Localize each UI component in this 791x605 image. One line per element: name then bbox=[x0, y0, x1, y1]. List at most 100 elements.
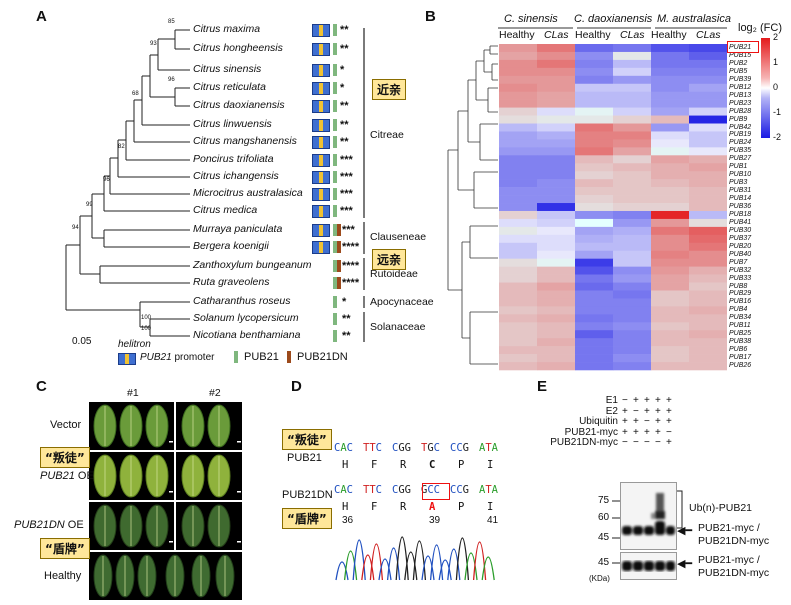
chromatogram-peak bbox=[386, 547, 401, 581]
heatmap-cell bbox=[537, 362, 576, 371]
residue-position: 41 bbox=[487, 515, 499, 526]
heatmap-cell bbox=[689, 139, 727, 148]
gene-label: PUB26 bbox=[729, 362, 752, 370]
heatmap-cell bbox=[537, 163, 576, 172]
heatmap-cell bbox=[689, 67, 727, 77]
species-name: Citrus maxima bbox=[193, 23, 261, 35]
heatmap-cell bbox=[689, 179, 727, 188]
reaction-sign: + bbox=[644, 405, 650, 417]
heatmap-colorbar bbox=[761, 38, 770, 138]
amino-acid: A bbox=[429, 501, 436, 513]
reaction-sign: + bbox=[644, 426, 650, 438]
pub21-highlight-box bbox=[727, 41, 759, 53]
mw-60: 60 bbox=[598, 512, 610, 523]
heatmap-cell bbox=[689, 131, 727, 140]
mw-ticks bbox=[612, 500, 620, 564]
species-name: Catharanthus roseus bbox=[193, 295, 291, 307]
bootstrap-value: 94 bbox=[72, 225, 79, 231]
tag-distant-relative: 远亲 bbox=[372, 249, 407, 270]
tag-traitor-c: “叛徒” bbox=[40, 447, 90, 468]
reaction-sign: + bbox=[633, 426, 639, 438]
heatmap-cell bbox=[499, 250, 538, 259]
reaction-sign: − bbox=[666, 426, 672, 438]
heatmap-cell bbox=[651, 59, 690, 69]
species-name: Poncirus trifoliata bbox=[193, 153, 274, 165]
significance-stars: **** bbox=[342, 277, 360, 289]
chromatogram-peak bbox=[455, 537, 470, 581]
heatmap-cell bbox=[689, 322, 727, 331]
heatmap-cell bbox=[499, 131, 538, 140]
gene-label: PUB11 bbox=[729, 322, 751, 330]
heatmap-cell bbox=[613, 274, 652, 283]
heatmap-cell bbox=[499, 218, 538, 228]
chromatogram-peak bbox=[421, 555, 435, 581]
heatmap-cell bbox=[689, 298, 727, 307]
legend-pub21-label: PUB21 bbox=[244, 351, 279, 363]
significance-stars: ** bbox=[340, 136, 349, 148]
heatmap-cell bbox=[537, 282, 576, 291]
row-label-pub21-oe: PUB21 OE bbox=[40, 470, 94, 482]
heatmap-cell bbox=[651, 179, 690, 188]
amino-acid: C bbox=[429, 459, 436, 471]
heatmap-cell bbox=[537, 242, 576, 252]
amino-acid: P bbox=[458, 501, 465, 513]
gene-label: PUB1 bbox=[729, 163, 748, 171]
reaction-row-label: E1 bbox=[605, 395, 618, 406]
heatmap-cell bbox=[537, 322, 576, 331]
heatmap-cell bbox=[499, 91, 538, 100]
heatmap-cell bbox=[613, 354, 652, 363]
group-citreae: Citreae bbox=[370, 129, 404, 141]
reaction-sign: + bbox=[666, 405, 672, 417]
heatmap-cell bbox=[499, 266, 538, 275]
heatmap-cell bbox=[575, 171, 614, 180]
heatmap-cell bbox=[651, 83, 690, 93]
heatmap-cell bbox=[613, 179, 652, 188]
gene-label: PUB2 bbox=[729, 59, 748, 67]
ann-band-1b: PUB21DN-myc bbox=[698, 535, 770, 547]
row-label-vector: Vector bbox=[50, 419, 82, 431]
bootstrap-value: 99 bbox=[86, 202, 93, 208]
chromatogram-peak bbox=[352, 539, 366, 581]
heatmap-cell bbox=[651, 338, 690, 347]
mw-45-top: 45 bbox=[598, 532, 610, 543]
heatmap-cell bbox=[537, 115, 576, 124]
heatmap-cell bbox=[575, 258, 614, 267]
heatmap-cell bbox=[613, 147, 652, 156]
heatmap-cell bbox=[537, 131, 576, 140]
heatmap-cell bbox=[689, 99, 727, 108]
amino-acid: H bbox=[342, 501, 349, 513]
heatmap-cell bbox=[537, 155, 576, 164]
gene-label: PUB21 bbox=[729, 44, 752, 51]
heatmap-cell bbox=[537, 147, 576, 156]
heatmap-cell bbox=[499, 290, 538, 299]
heatmap-cell bbox=[613, 210, 652, 220]
heatmap-cell bbox=[575, 346, 614, 355]
heatmap-cell bbox=[613, 59, 652, 69]
heatmap-cell bbox=[575, 274, 614, 283]
mutation-highlight-box bbox=[422, 483, 450, 500]
significance-stars: ** bbox=[342, 313, 351, 325]
heatmap-cell bbox=[689, 83, 727, 93]
species-name: Microcitrus australasica bbox=[193, 187, 303, 199]
significance-stars: ** bbox=[340, 100, 349, 112]
heatmap-cell bbox=[689, 290, 727, 299]
heatmap-cell bbox=[499, 330, 538, 339]
codon: TTC bbox=[363, 484, 382, 496]
reaction-sign: + bbox=[644, 395, 650, 406]
heatmap-cell bbox=[651, 67, 690, 77]
gene-label: PUB8 bbox=[729, 282, 748, 290]
heatmap-cell bbox=[689, 314, 727, 323]
chromatogram-peak bbox=[438, 559, 452, 581]
heatmap-cell bbox=[689, 218, 727, 228]
heatmap-cell bbox=[689, 123, 727, 132]
heatmap-cell bbox=[499, 187, 538, 196]
legend-pub21-swatch bbox=[234, 351, 238, 363]
heatmap-cell bbox=[689, 338, 727, 347]
heatmap-cell bbox=[613, 51, 652, 61]
heatmap-cell bbox=[575, 234, 614, 244]
species-name: Zanthoxylum bungeanum bbox=[193, 259, 312, 271]
residue-position: 36 bbox=[342, 515, 354, 526]
heatmap-cell bbox=[651, 242, 690, 252]
reaction-sign: + bbox=[655, 405, 661, 417]
heatmap-cell bbox=[651, 139, 690, 148]
